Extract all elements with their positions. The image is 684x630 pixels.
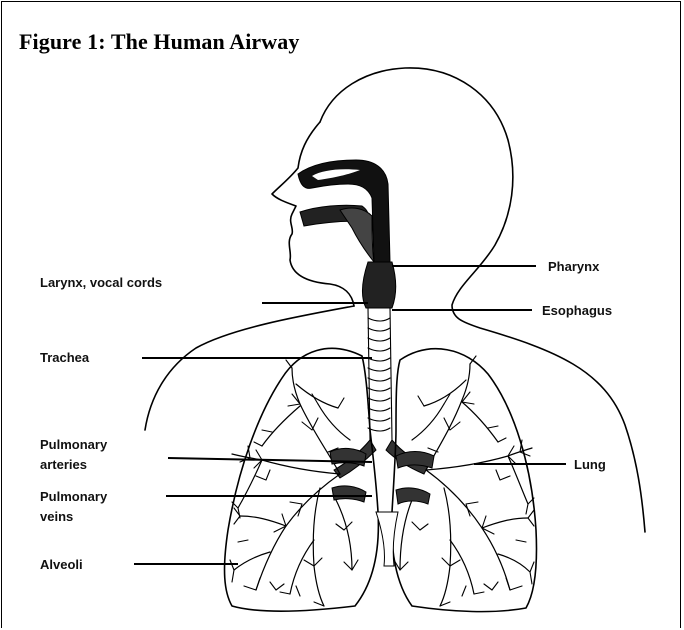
label-esophagus: Esophagus xyxy=(542,303,612,318)
right-lung xyxy=(392,349,537,612)
label-pulmonary-arteries-line2: arteries xyxy=(40,457,87,472)
label-lung: Lung xyxy=(574,457,606,472)
label-pulmonary-veins-line2: veins xyxy=(40,509,73,524)
label-pharynx: Pharynx xyxy=(548,259,600,274)
mediastinum xyxy=(376,512,398,566)
label-larynx: Larynx, vocal cords xyxy=(40,275,162,290)
trachea xyxy=(334,262,428,478)
label-pulmonary-veins-line1: Pulmonary xyxy=(40,489,108,504)
label-trachea: Trachea xyxy=(40,350,90,365)
label-alveoli: Alveoli xyxy=(40,557,83,572)
upper-airway xyxy=(298,160,390,262)
left-lung xyxy=(225,348,379,611)
label-pulmonary-arteries-line1: Pulmonary xyxy=(40,437,108,452)
leader-lines xyxy=(134,266,566,564)
